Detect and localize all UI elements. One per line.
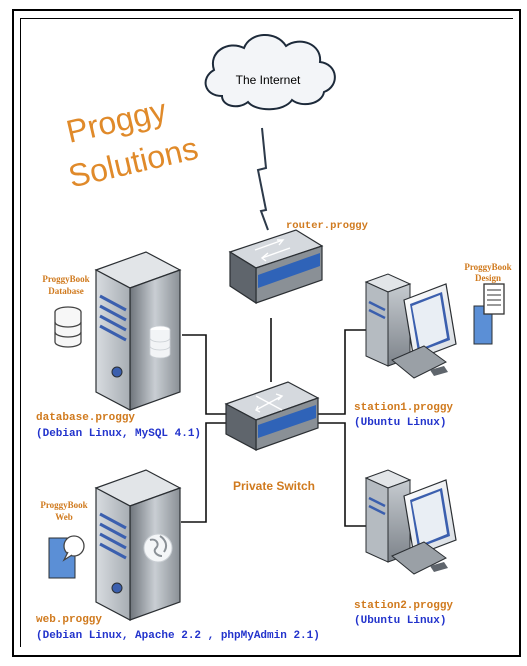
web-details: (Debian Linux, Apache 2.2 , phpMyAdmin 2…: [36, 630, 320, 642]
link-web-switch: [181, 422, 226, 523]
lightning-link-icon: [256, 127, 269, 231]
database-hostname: database.proggy: [36, 412, 135, 424]
cloud-label: The Internet: [236, 73, 301, 87]
web-chat-icon: [48, 535, 85, 579]
diagram-inner-border: [20, 18, 513, 647]
design-caption-line2: Design: [475, 273, 501, 283]
web-server-icon: [94, 469, 182, 621]
link-switch-station2: [318, 422, 368, 527]
link-database-switch: [182, 334, 226, 415]
brand-logo-text: Proggy Solutions: [63, 92, 201, 195]
station1-workstation-icon: [364, 273, 457, 379]
design-caption-line1: ProggyBook: [464, 262, 511, 272]
database-caption-line1: ProggyBook: [42, 274, 89, 284]
router-label: router.proggy: [286, 220, 369, 232]
station2-workstation-icon: [364, 469, 457, 575]
station1-details: (Ubuntu Linux): [354, 417, 446, 429]
database-caption-line2: Database: [48, 286, 84, 296]
station2-hostname: station2.proggy: [354, 600, 453, 612]
switch-device-icon: [224, 381, 320, 451]
web-caption-line1: ProggyBook: [40, 500, 87, 510]
station2-details: (Ubuntu Linux): [354, 615, 446, 627]
database-details: (Debian Linux, MySQL 4.1): [36, 428, 201, 440]
network-links: [181, 318, 368, 527]
router-device-icon: [228, 229, 324, 305]
station1-hostname: station1.proggy: [354, 402, 453, 414]
link-switch-station1: [318, 329, 368, 415]
web-caption-line2: Web: [55, 512, 73, 522]
design-document-icon: [473, 283, 505, 345]
switch-label: Private Switch: [233, 479, 315, 493]
internet-cloud-icon: [204, 34, 336, 111]
database-cylinder-icon: [54, 306, 82, 348]
web-hostname: web.proggy: [36, 614, 102, 626]
database-server-icon: [94, 251, 182, 411]
